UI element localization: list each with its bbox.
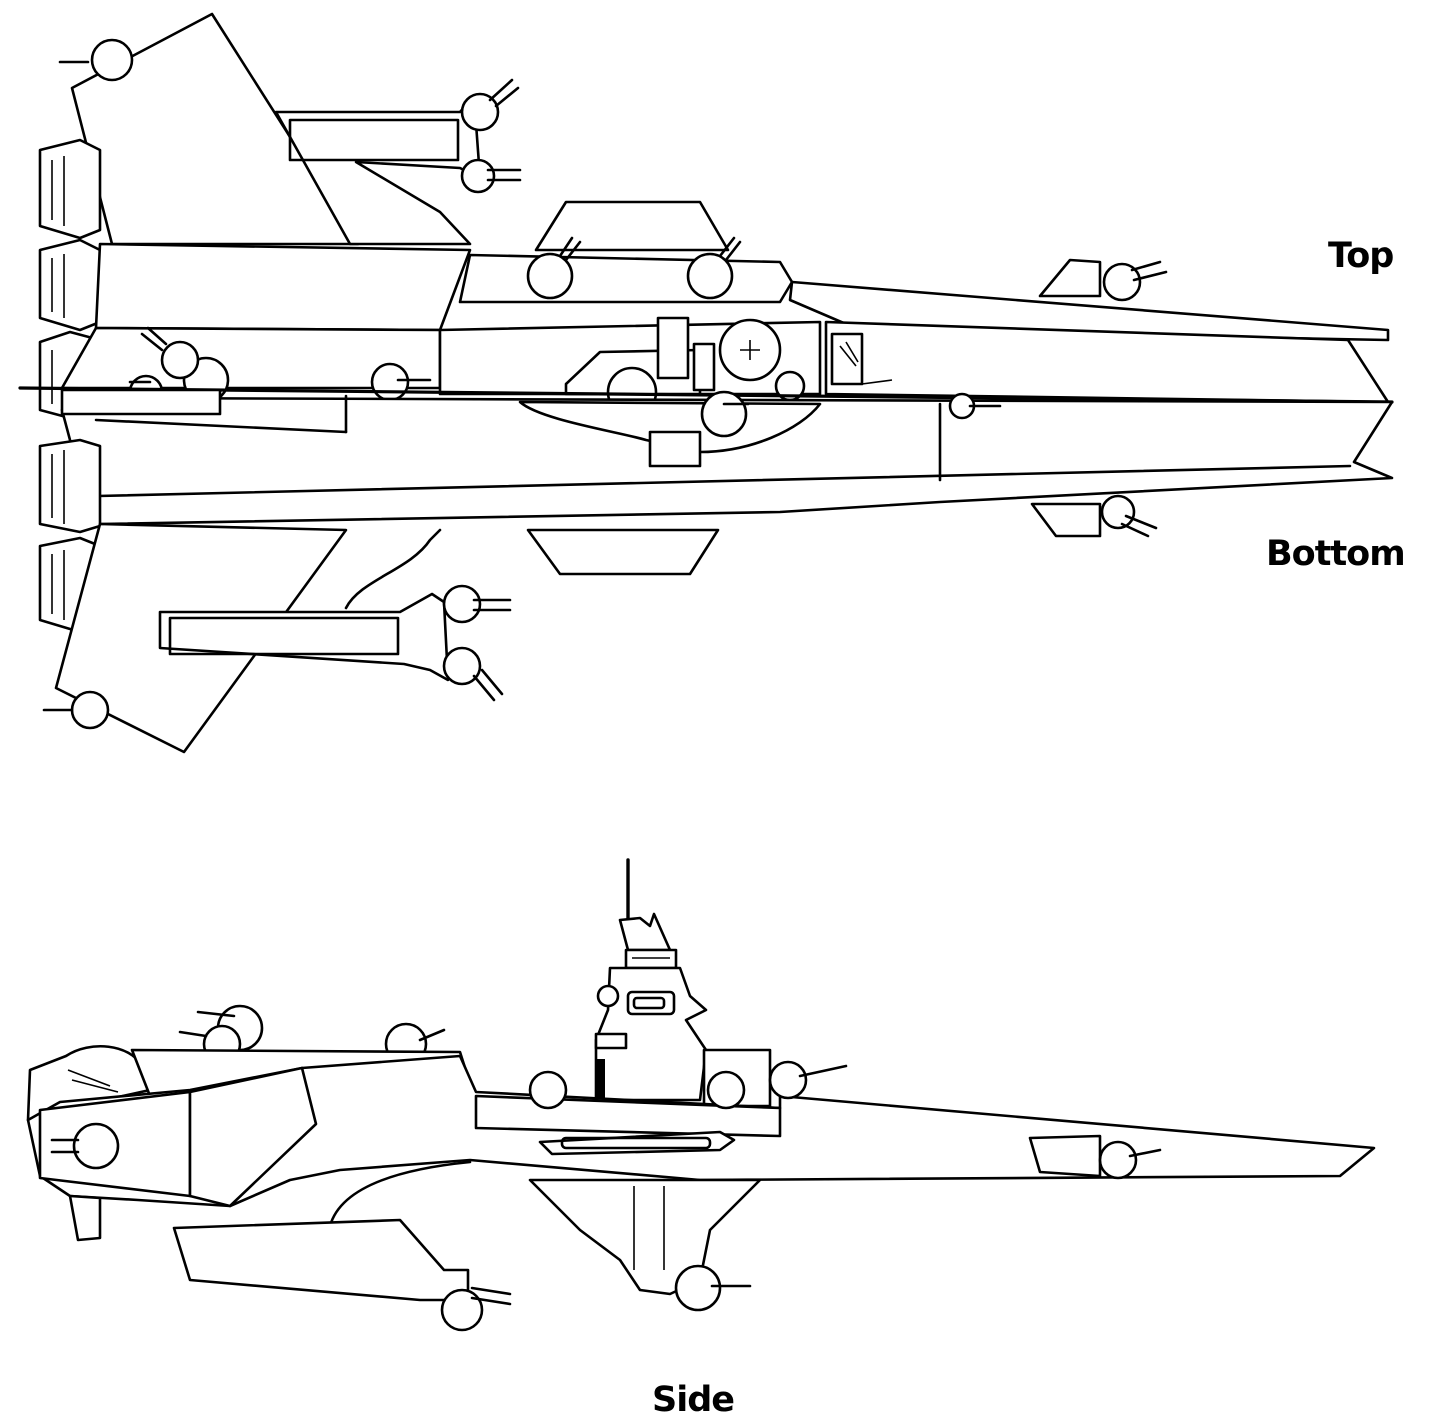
side-ventral-keel (528, 1178, 762, 1296)
upper-gun-pod-slot (288, 118, 460, 162)
upper-mid-turret-2 (686, 252, 734, 300)
lower-armoured-hexagon (526, 528, 720, 576)
side-view-label: Side (652, 1380, 735, 1420)
upper-pod-turret-1 (460, 92, 500, 132)
top-bottom-view (18, 12, 1394, 754)
bottom-view-label: Bottom (1266, 534, 1406, 574)
side-bow-block (1028, 1134, 1102, 1178)
side-view (26, 858, 1376, 1332)
upper-pod-turret-2 (460, 158, 496, 194)
side-mid-plate (188, 1066, 318, 1208)
lower-rear-block (60, 388, 222, 416)
lower-pod-turret-2 (442, 646, 482, 686)
lower-wing-turret (70, 690, 110, 730)
side-wing-turret (440, 1288, 484, 1332)
lower-pod-turret-1 (442, 584, 482, 624)
side-ventral-turret (674, 1264, 722, 1312)
side-bow-turret (1098, 1140, 1138, 1180)
forward-lower-turret (1100, 494, 1136, 530)
lower-gun-pod-slot (168, 616, 400, 656)
hull-centreline (18, 386, 1394, 404)
upper-hull-block (94, 242, 472, 332)
side-ventral-wing (172, 1218, 470, 1302)
tower-upper (618, 912, 672, 952)
top-view-label: Top (1328, 236, 1394, 276)
rear-upper-turret-2 (370, 362, 410, 402)
side-wing-strut (328, 1160, 472, 1228)
tower-band (624, 948, 678, 970)
forward-upper-turret-base (1038, 258, 1102, 298)
forward-upper-turret (1102, 262, 1142, 302)
upper-midbody (458, 253, 794, 304)
upper-mid-turret-1 (526, 252, 574, 300)
side-rear-turret (72, 1122, 120, 1170)
lower-sensor-box (648, 430, 702, 468)
forward-lower-turret-base (1030, 502, 1102, 538)
upper-wing-turret (90, 38, 134, 82)
forward-deck-hatch (830, 332, 864, 386)
upper-armoured-hexagon (534, 200, 730, 252)
